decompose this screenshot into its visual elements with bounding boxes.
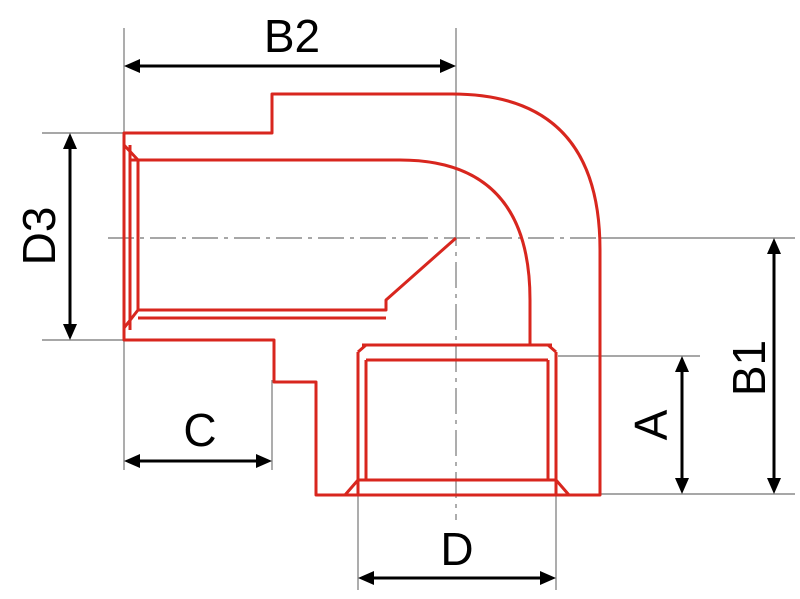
fitting-outline xyxy=(122,92,602,497)
arrow-d-left xyxy=(358,571,374,585)
arrow-b1-top xyxy=(767,238,781,254)
outer-contour xyxy=(122,92,602,497)
center-lines xyxy=(108,220,600,520)
arrow-d3-bottom xyxy=(63,324,77,340)
arrow-d-right xyxy=(540,571,556,585)
dimension-a xyxy=(675,356,689,494)
label-b2: B2 xyxy=(264,10,320,62)
label-d: D xyxy=(440,523,473,575)
dimension-b1 xyxy=(767,238,781,494)
arrow-c-right xyxy=(256,454,272,468)
arrow-a-bottom xyxy=(675,478,689,494)
inner-bore-contour xyxy=(130,158,532,345)
arrow-d3-top xyxy=(63,133,77,149)
left-thread-end xyxy=(122,143,386,330)
label-a: A xyxy=(625,409,677,440)
female-socket xyxy=(343,343,571,496)
dimension-d3 xyxy=(63,133,77,340)
arrow-b2-right xyxy=(440,59,456,73)
arrow-a-top xyxy=(675,356,689,372)
label-d3: D3 xyxy=(13,207,65,266)
label-c: C xyxy=(183,404,216,456)
arrow-b2-left xyxy=(124,59,140,73)
dimension-c xyxy=(124,454,272,468)
arrow-c-left xyxy=(124,454,140,468)
label-b1: B1 xyxy=(723,340,775,396)
arrow-b1-bottom xyxy=(767,478,781,494)
dimension-d xyxy=(358,571,556,585)
dimension-b2 xyxy=(124,59,456,73)
